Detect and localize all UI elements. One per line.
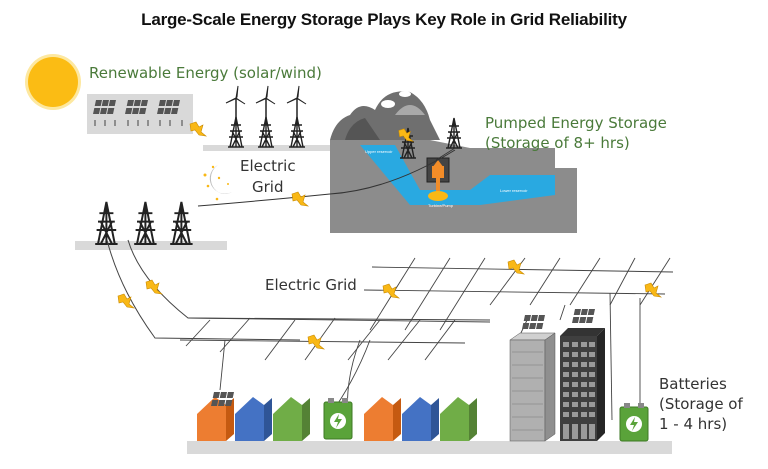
wind-turbine-icon (225, 85, 307, 119)
sun-icon (25, 54, 81, 110)
moon-icon (203, 165, 232, 201)
lightning-bolt-icon (145, 279, 163, 295)
solar-farm (87, 94, 193, 134)
batteries-label: Batteries (659, 375, 727, 393)
lightning-bolt-icon (382, 283, 400, 299)
building-icon (509, 309, 605, 442)
upper-reservoir-label: Upper reservoir (365, 149, 393, 154)
ground-platform (187, 441, 672, 454)
pumped-hydro-icon: Upper reservoir Lower reservoir Turbine/… (330, 91, 577, 233)
ground-platform (203, 145, 333, 151)
electric-grid-label-bottom: Electric Grid (265, 276, 357, 294)
electric-grid-label-top-2: Grid (252, 178, 284, 196)
pumped-storage-duration: (Storage of 8+ hrs) (485, 134, 630, 152)
transmission-tower-icon (227, 116, 306, 148)
diagram-title: Large-Scale Energy Storage Plays Key Rol… (141, 10, 627, 29)
batteries-duration-2: 1 - 4 hrs) (659, 415, 728, 433)
renewable-energy-label: Renewable Energy (solar/wind) (89, 64, 322, 82)
transmission-tower-icon (94, 201, 194, 245)
electric-grid-lines (179, 257, 674, 421)
battery-icon (619, 403, 649, 442)
battery-icon (323, 398, 353, 440)
electric-grid-label-top: Electric (240, 157, 296, 175)
turbine-pump-label: Turbine/Pump (428, 203, 454, 208)
pumped-storage-label: Pumped Energy Storage (485, 114, 667, 132)
lightning-bolt-icon (291, 191, 309, 207)
ground-platform (75, 241, 227, 250)
batteries-duration-1: (Storage of (659, 395, 743, 413)
lower-reservoir-label: Lower reservoir (500, 188, 528, 193)
house-icon (197, 392, 477, 441)
